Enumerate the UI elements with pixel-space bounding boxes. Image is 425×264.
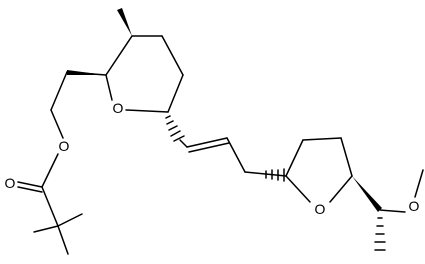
bond-vinyl-ch2 bbox=[226, 137, 246, 173]
bond-c4-c5 bbox=[161, 35, 184, 76]
bond-c2-c3 bbox=[105, 35, 133, 76]
atom-o-carbonyl: O bbox=[5, 175, 16, 191]
wedge-bond-fc5-ch bbox=[352, 176, 382, 212]
bond-alkene-b bbox=[188, 142, 230, 153]
bond-vinyl-single bbox=[179, 139, 188, 148]
bond-alkene-a bbox=[186, 137, 228, 148]
wedge-bond-c3-methyl bbox=[117, 8, 132, 36]
trans-alkene bbox=[179, 137, 287, 177]
hashed-bond-c6-vinyl bbox=[165, 115, 185, 142]
bond-carbonyl-quaternary bbox=[41, 186, 59, 227]
bond-fc2-fc3 bbox=[285, 139, 304, 177]
atom-o-furan: O bbox=[315, 201, 326, 217]
bond-oester-carbonyl-c bbox=[41, 153, 59, 188]
bond-o1-c2 bbox=[105, 74, 113, 101]
pyran-ring bbox=[105, 35, 184, 113]
bond-omethoxy-me bbox=[414, 169, 424, 198]
bond-ch2-oester bbox=[50, 109, 64, 139]
atom-o-pyran: O bbox=[113, 100, 124, 116]
methoxyethyl-group bbox=[379, 169, 424, 213]
bond-fc3-fc4 bbox=[302, 137, 342, 141]
bond-fo-fc2 bbox=[285, 175, 311, 203]
bond-ch-omethoxy bbox=[379, 209, 406, 213]
ethyl-linker bbox=[50, 70, 107, 139]
bond-quaternary-me3 bbox=[57, 225, 69, 255]
hashed-bond-furan-c2 bbox=[265, 168, 285, 182]
bond-quaternary-me1 bbox=[33, 225, 59, 233]
bond-ch2-ch2 bbox=[50, 71, 68, 111]
hashed-bond-ch-methyl bbox=[374, 217, 386, 251]
atom-o-methoxy: O bbox=[409, 198, 420, 214]
bond-carbonyl-double-a bbox=[17, 181, 43, 188]
bond-fc5-fo bbox=[329, 175, 353, 203]
bond-fc4-fc5 bbox=[340, 137, 353, 177]
atom-o-ester: O bbox=[59, 138, 70, 154]
bond-quaternary-me2 bbox=[57, 213, 83, 227]
furan-ring bbox=[285, 137, 353, 203]
bond-carbonyl-double-b bbox=[17, 186, 43, 193]
bond-c6-o1 bbox=[125, 109, 169, 113]
bond-c5-c6 bbox=[167, 74, 184, 113]
wedge-bond-c2-ch2 bbox=[67, 70, 106, 75]
pivalate-group bbox=[17, 153, 83, 255]
